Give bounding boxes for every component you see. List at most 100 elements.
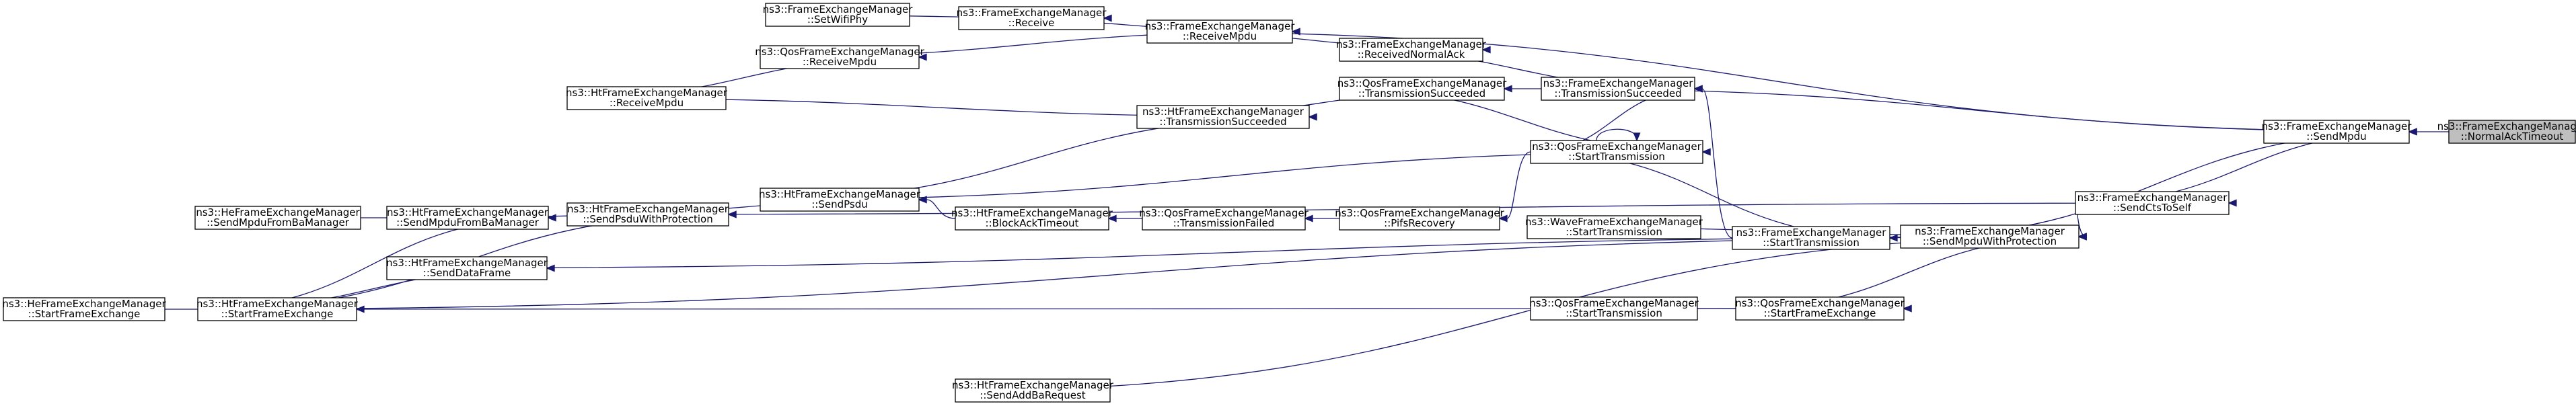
node-method-label: ::ReceiveMpdu bbox=[803, 56, 877, 68]
node-class-label: ns3::QosFrameExchangeManager bbox=[1139, 207, 1309, 219]
node-ht-frame-exchange-manager--send-psdu-with-protection[interactable]: ns3::HtFrameExchangeManager::SendPsduWit… bbox=[566, 202, 729, 227]
node-box bbox=[1146, 19, 1293, 44]
node-class-label: ns3::FrameExchangeManager bbox=[2077, 192, 2228, 204]
node-box bbox=[765, 3, 910, 27]
node-box bbox=[197, 297, 357, 321]
node-method-label: ::ReceiveMpdu bbox=[610, 97, 684, 109]
node-class-label: ns3::HtFrameExchangeManager bbox=[196, 298, 359, 310]
node-box bbox=[1530, 140, 1703, 164]
node-box bbox=[3, 297, 165, 321]
node-box bbox=[760, 188, 920, 212]
node-class-label: ns3::QosFrameExchangeManager bbox=[1735, 297, 1905, 309]
node-box bbox=[1526, 215, 1701, 239]
node-qos-frame-exchange-manager--pifs-recovery[interactable]: ns3::QosFrameExchangeManager::PifsRecove… bbox=[1335, 206, 1505, 231]
node-method-label: ::StartTransmission bbox=[1566, 307, 1662, 319]
node-frame-exchange-manager--send-cts-to-self[interactable]: ns3::FrameExchangeManager::SendCtsToSelf bbox=[2075, 191, 2230, 215]
node-frame-exchange-manager--receive[interactable]: ns3::FrameExchangeManager::Receive bbox=[957, 6, 1107, 30]
node-box bbox=[2263, 120, 2410, 144]
node-box bbox=[2448, 120, 2576, 144]
edge-line bbox=[1541, 88, 2417, 132]
node-qos-frame-exchange-manager--receive-mpdu[interactable]: ns3::QosFrameExchangeManager::ReceiveMpd… bbox=[755, 45, 925, 69]
node-class-label: ns3::HtFrameExchangeManager bbox=[387, 206, 549, 218]
node-frame-exchange-manager--transmission-succeeded[interactable]: ns3::FrameExchangeManager::TransmissionS… bbox=[1541, 77, 1695, 101]
node-method-label: ::StartTransmission bbox=[1566, 226, 1662, 238]
node-ht-frame-exchange-manager--transmission-succeeded[interactable]: ns3::HtFrameExchangeManager::Transmissio… bbox=[1136, 105, 1310, 129]
node-class-label: ns3::QosFrameExchangeManager bbox=[1532, 140, 1701, 153]
edge-line bbox=[955, 236, 2087, 391]
edge-arrowhead bbox=[1701, 148, 1711, 156]
node-box bbox=[1530, 296, 1698, 321]
node-box bbox=[1339, 38, 1483, 62]
edge-n20-to-n14 bbox=[918, 196, 956, 219]
node-ht-frame-exchange-manager--start-frame-exchange[interactable]: ns3::HtFrameExchangeManager::StartFrameE… bbox=[196, 297, 359, 321]
node-box bbox=[760, 45, 920, 69]
node-box bbox=[1732, 226, 1890, 250]
node-method-label: ::StartFrameExchange bbox=[28, 308, 141, 320]
node-box bbox=[958, 6, 1105, 30]
node-frame-exchange-manager--set-wifi-phy[interactable]: ns3::FrameExchangeManager::SetWifiPhy bbox=[763, 3, 914, 27]
node-frame-exchange-manager--received-normal-ack[interactable]: ns3::FrameExchangeManager::ReceivedNorma… bbox=[1336, 38, 1487, 62]
node-box bbox=[1541, 77, 1695, 101]
edge-n23-to-n3 bbox=[1693, 85, 1733, 239]
edge-n21-to-n20 bbox=[1107, 214, 1143, 222]
node-frame-exchange-manager--send-mpdu-with-protection[interactable]: ns3::FrameExchangeManager::SendMpduWithP… bbox=[1900, 225, 2080, 249]
edge-n5-to-n1 bbox=[1900, 128, 2417, 237]
node-he-frame-exchange-manager--start-frame-exchange[interactable]: ns3::HeFrameExchangeManager::StartFrameE… bbox=[2, 297, 166, 321]
node-ht-frame-exchange-manager--send-psdu[interactable]: ns3::HtFrameExchangeManager::SendPsdu bbox=[759, 188, 921, 212]
node-box bbox=[2075, 191, 2230, 215]
node-class-label: ns3::HtFrameExchangeManager bbox=[951, 207, 1113, 219]
edge-arrowhead bbox=[1291, 28, 1300, 36]
edge-arrowhead bbox=[2077, 233, 2087, 241]
edge-n12-to-n12 bbox=[1596, 128, 1641, 142]
edge-arrowhead bbox=[1498, 214, 1508, 222]
edge-line bbox=[760, 116, 1317, 200]
edge-arrowhead bbox=[2228, 199, 2237, 207]
node-ht-frame-exchange-manager--receive-mpdu[interactable]: ns3::HtFrameExchangeManager::ReceiveMpdu bbox=[566, 86, 728, 110]
node-method-label: ::SendMpdu bbox=[2306, 130, 2366, 143]
edge-n22-to-n21 bbox=[1304, 214, 1340, 222]
node-frame-exchange-manager--send-mpdu[interactable]: ns3::FrameExchangeManager::SendMpdu bbox=[2262, 120, 2413, 144]
node-method-label: ::NormalAckTimeout bbox=[2461, 130, 2564, 143]
node-method-label: ::SendPsduWithProtection bbox=[583, 213, 712, 225]
node-he-frame-exchange-manager--send-mpdu-from-ba-manager[interactable]: ns3::HeFrameExchangeManager::SendMpduFro… bbox=[194, 206, 361, 230]
node-method-label: ::TransmissionFailed bbox=[1173, 217, 1275, 229]
node-box bbox=[955, 206, 1109, 231]
node-class-label: ns3::QosFrameExchangeManager bbox=[1337, 77, 1507, 89]
node-box bbox=[566, 202, 729, 227]
node-method-label: ::SendMpduFromBaManager bbox=[207, 216, 350, 229]
edge-arrowhead bbox=[1693, 85, 1703, 93]
node-ht-frame-exchange-manager--send-mpdu-from-ba-manager[interactable]: ns3::HtFrameExchangeManager::SendMpduFro… bbox=[386, 206, 549, 230]
node-qos-frame-exchange-manager--start-frame-exchange[interactable]: ns3::QosFrameExchangeManager::StartFrame… bbox=[1735, 296, 1905, 321]
edge-line bbox=[760, 151, 1711, 200]
node-class-label: ns3::HtFrameExchangeManager bbox=[567, 203, 729, 215]
edge-arrowhead bbox=[1103, 14, 1112, 22]
node-class-label: ns3::FrameExchangeManager bbox=[957, 7, 1107, 19]
node-box bbox=[1900, 225, 2080, 249]
node-method-label: ::StartFrameExchange bbox=[221, 308, 334, 320]
edge-arrowhead bbox=[546, 264, 555, 272]
edge-arrowhead bbox=[1903, 304, 1912, 313]
node-qos-frame-exchange-manager--transmission-failed[interactable]: ns3::QosFrameExchangeManager::Transmissi… bbox=[1139, 206, 1309, 231]
node-qos-frame-exchange-manager--start-transmission[interactable]: ns3::QosFrameExchangeManager::StartTrans… bbox=[1530, 140, 1703, 164]
node-ht-frame-exchange-manager--send-add-ba-request[interactable]: ns3::HtFrameExchangeManager::SendAddBaRe… bbox=[952, 378, 1114, 403]
edge-line bbox=[1506, 151, 1531, 219]
node-method-label: ::StartTransmission bbox=[1568, 151, 1665, 163]
nodes-layer: ns3::FrameExchangeManager::NormalAckTime… bbox=[2, 3, 2576, 403]
node-method-label: ::TransmissionSucceeded bbox=[1358, 87, 1485, 99]
node-method-label: ::SendMpduFromBaManager bbox=[396, 216, 540, 229]
node-frame-exchange-manager--start-transmission[interactable]: ns3::FrameExchangeManager::StartTransmis… bbox=[1732, 226, 1890, 250]
node-method-label: ::SendAddBaRequest bbox=[980, 389, 1085, 401]
node-wave-frame-exchange-manager--start-transmission[interactable]: ns3::WaveFrameExchangeManager::StartTran… bbox=[1525, 215, 1703, 239]
node-method-label: ::SendDataFrame bbox=[423, 267, 511, 279]
node-frame-exchange-manager--receive-mpdu[interactable]: ns3::FrameExchangeManager::ReceiveMpdu bbox=[1145, 19, 1296, 44]
node-ht-frame-exchange-manager--block-ack-timeout[interactable]: ns3::HtFrameExchangeManager::BlockAckTim… bbox=[951, 206, 1113, 231]
node-method-label: ::SendCtsToSelf bbox=[2113, 202, 2192, 214]
node-ht-frame-exchange-manager--send-data-frame[interactable]: ns3::HtFrameExchangeManager::SendDataFra… bbox=[386, 256, 548, 280]
node-qos-frame-exchange-manager--start-transmission[interactable]: ns3::QosFrameExchangeManager::StartTrans… bbox=[1529, 296, 1699, 321]
node-frame-exchange-manager--normal-ack-timeout[interactable]: ns3::FrameExchangeManager::NormalAckTime… bbox=[2437, 120, 2576, 144]
node-method-label: ::Receive bbox=[1008, 17, 1055, 29]
node-method-label: ::ReceivedNormalAck bbox=[1358, 48, 1465, 60]
node-qos-frame-exchange-manager--transmission-succeeded[interactable]: ns3::QosFrameExchangeManager::Transmissi… bbox=[1337, 77, 1507, 101]
node-method-label: ::SendPsdu bbox=[811, 198, 868, 210]
